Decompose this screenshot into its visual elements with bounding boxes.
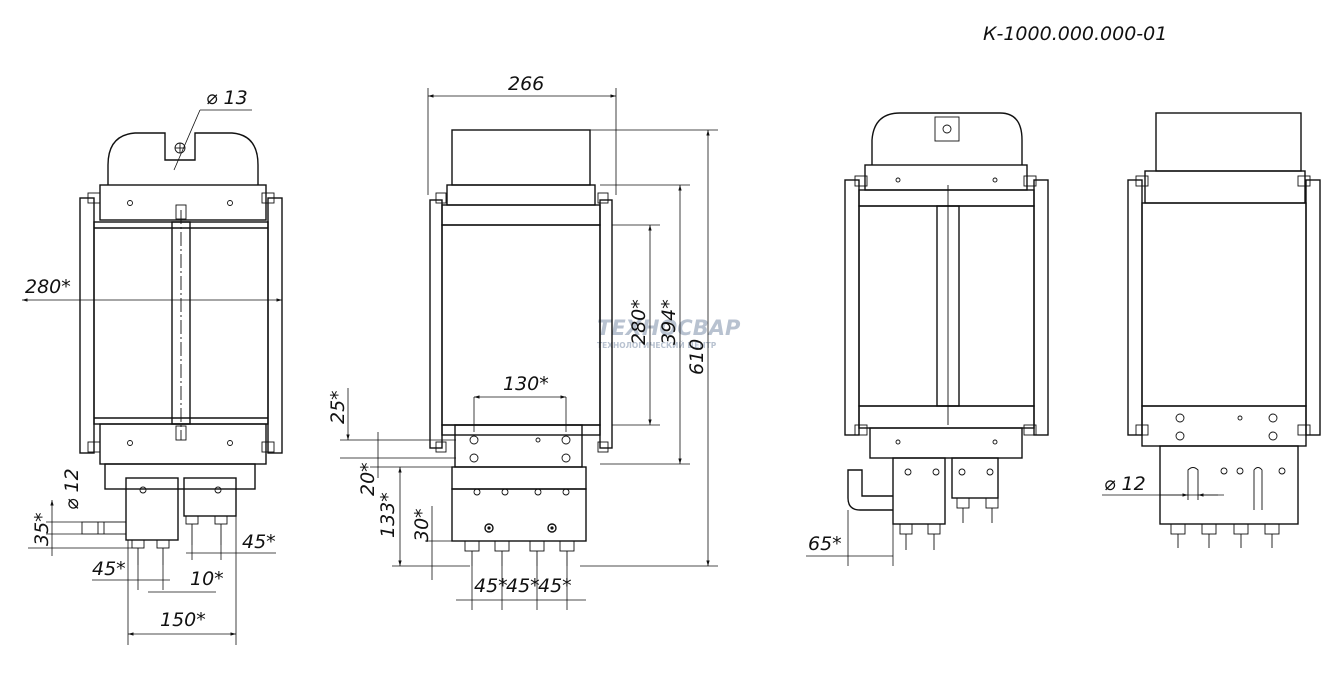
rear-view-dimensions: 65*: [806, 510, 894, 566]
dim-pitch-2: 45*: [506, 575, 540, 597]
drawing-designation: К-1000.000.000-01: [983, 23, 1167, 45]
dim-height-280: 280*: [628, 299, 650, 345]
dim-height-394: 394*: [658, 299, 680, 345]
watermark: ТЕХНОСВАР ТЕХНОЛОГИЧЕСКИЙ ЦЕНТР: [597, 316, 741, 350]
watermark-subtitle: ТЕХНОЛОГИЧЕСКИЙ ЦЕНТР: [597, 341, 717, 350]
dim-height-610: 610: [686, 339, 708, 375]
front-view: [79, 132, 283, 565]
dim-gap-10: 10*: [190, 568, 224, 590]
dim-pitch-1: 45*: [474, 575, 508, 597]
watermark-brand: ТЕХНОСВАР: [597, 316, 741, 340]
front-view-dimensions: ⌀ 13 280* ⌀ 12 35* 45* 45* 10* 150*: [22, 87, 282, 645]
dim-width-280: 280*: [25, 276, 71, 298]
dim-terminal-height: 133*: [377, 492, 399, 538]
side-view-2: [1127, 112, 1321, 548]
dim-pitch-3: 45*: [538, 575, 572, 597]
dim-depth-266: 266: [508, 73, 544, 95]
dim-offset-35: 35*: [31, 512, 53, 546]
dim-terminal-offset-30: 30*: [411, 508, 433, 542]
side-view-dimensions: 266 130* 280* 394* 610 25* 20* 133* 30*: [327, 73, 718, 610]
dim-hole-spacing: 130*: [503, 373, 549, 395]
dim-spacing-right: 45*: [242, 531, 276, 553]
dim-terminal-diameter: ⌀ 12: [61, 468, 83, 510]
rear-view: [844, 112, 1049, 550]
dim-terminal-diameter-2: ⌀ 12: [1104, 473, 1146, 495]
side-view: [429, 129, 613, 566]
dim-hole-diameter: ⌀ 13: [206, 87, 248, 109]
dim-offset-20: 20*: [357, 462, 379, 496]
dim-overall-150: 150*: [160, 609, 206, 631]
side-view-2-dimensions: ⌀ 12: [1102, 473, 1224, 497]
dim-offset-65: 65*: [808, 533, 842, 555]
dim-offset-25: 25*: [327, 390, 349, 424]
dim-spacing-left: 45*: [92, 558, 126, 580]
